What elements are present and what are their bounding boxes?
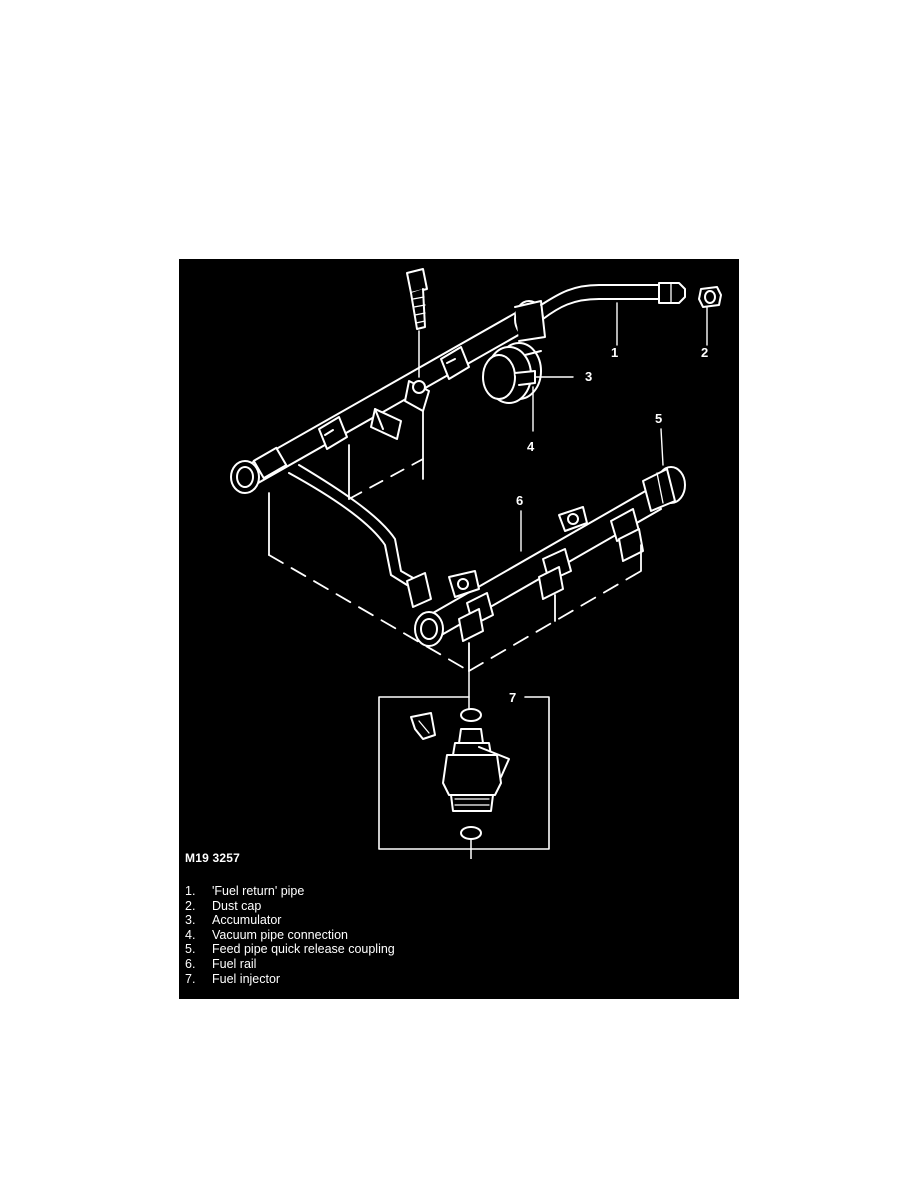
legend-item: 5. Feed pipe quick release coupling (185, 942, 395, 957)
figure-id: M19 3257 (185, 851, 240, 865)
leader-lines (520, 302, 708, 552)
legend-text: Fuel rail (212, 956, 257, 971)
accumulator (482, 342, 542, 404)
fuel-rail-exploded-diagram: 1 2 3 4 5 6 7 (230, 268, 722, 859)
legend-item: 3. Accumulator (185, 913, 395, 928)
legend-text: Dust cap (212, 898, 262, 913)
legend-number: 2. (185, 898, 196, 913)
callout-2: 2 (701, 345, 708, 360)
legend-text: 'Fuel return' pipe (212, 884, 305, 898)
installation-guide-lines (268, 410, 642, 672)
legend-text: Vacuum pipe connection (212, 927, 348, 942)
legend-item: 4. Vacuum pipe connection (185, 928, 395, 943)
legend-number: 5. (185, 942, 196, 957)
legend-number: 6. (185, 956, 196, 971)
legend-item: 6. Fuel rail (185, 957, 395, 972)
parts-legend: 1. 'Fuel return' pipe 2. Dust cap 3. Accumu… (185, 884, 395, 986)
dust-cap (698, 286, 722, 308)
injector-detail (378, 670, 550, 859)
legend-number: 7. (185, 971, 196, 986)
callout-1: 1 (611, 345, 618, 360)
fuel-return-pipe (540, 282, 686, 320)
callout-7: 7 (509, 690, 516, 705)
callout-6: 6 (516, 493, 523, 508)
legend-number: 4. (185, 927, 196, 942)
callout-5: 5 (655, 411, 662, 426)
legend-number: 3. (185, 913, 196, 928)
mounting-bolt (406, 268, 428, 378)
legend-text: Accumulator (212, 913, 282, 928)
legend-text: Fuel injector (212, 971, 281, 986)
legend-number: 1. (185, 884, 196, 898)
callout-3: 3 (585, 369, 592, 384)
callout-4: 4 (527, 439, 535, 454)
lower-fuel-rail (406, 466, 686, 647)
legend-item: 1. 'Fuel return' pipe (185, 884, 395, 899)
cross-over-pipe (288, 464, 416, 586)
diagram-panel: 1 2 3 4 5 6 7 M19 3257 1. 'Fuel return' p… (179, 259, 739, 999)
upper-fuel-rail (230, 300, 546, 494)
legend-item: 7. Fuel injector (185, 972, 395, 987)
legend-item: 2. Dust cap (185, 899, 395, 914)
legend-text: Feed pipe quick release coupling (212, 942, 395, 957)
